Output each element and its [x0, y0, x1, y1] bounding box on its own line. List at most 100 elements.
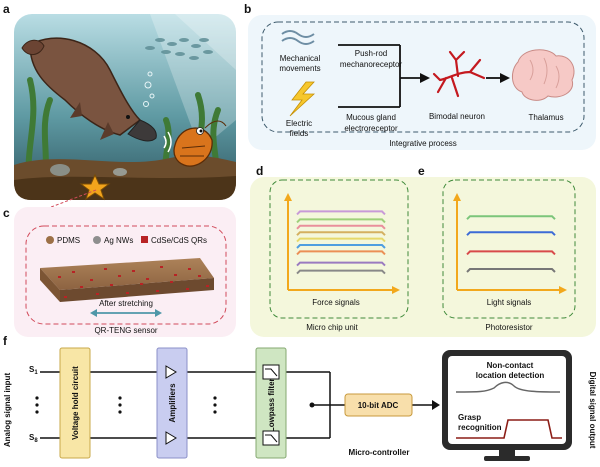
light-trace-4	[466, 268, 556, 273]
panel-label-f: f	[3, 334, 8, 348]
qr-particle	[118, 275, 121, 277]
platypus-scene	[14, 14, 236, 213]
panel-de: Force signals Micro chip unit Light sign…	[250, 177, 596, 337]
panel-b: Mechanical movements Electric fields Pus…	[248, 15, 596, 150]
analog-input-label: Analog signal input	[3, 373, 12, 448]
force-trace-9	[296, 269, 386, 275]
voltage-hold-label: Voltage hold circuit	[71, 366, 80, 440]
s1-label: S1	[29, 365, 38, 376]
input-mechanical-l2: movements	[279, 64, 320, 73]
neuron-icon	[432, 50, 486, 98]
panel-label-e: e	[418, 164, 425, 178]
voltage-hold-block	[59, 347, 91, 459]
qr-particle	[132, 270, 135, 272]
qr-particle	[96, 293, 99, 295]
force-trace-3	[296, 224, 386, 230]
receptor-mucous-l2: electroreceptor	[344, 124, 398, 133]
amplifier-bottom-icon	[165, 431, 177, 445]
lowpass-top-icon	[262, 364, 280, 380]
qr-particle	[146, 278, 149, 280]
neuron-stroke	[432, 50, 486, 98]
qr-particle	[90, 279, 93, 281]
qr-particle	[80, 286, 83, 288]
force-trace-6	[296, 244, 386, 249]
qr-particle	[140, 283, 143, 285]
stretch-arrow-icon	[90, 309, 162, 317]
photoresistor-caption: Photoresistor	[485, 323, 532, 332]
force-trace-5	[296, 237, 386, 243]
panel-label-b: b	[244, 2, 251, 16]
force-trace-7	[296, 250, 386, 256]
force-signals-label: Force signals	[312, 298, 360, 307]
amplifiers-block	[156, 347, 188, 459]
screen-text-grasp-l1: Grasp	[458, 413, 481, 422]
legend-swatch-qr	[141, 236, 148, 243]
screen-text-noncontact-l2: location detection	[476, 371, 545, 380]
brain-shape	[512, 49, 575, 101]
micro-chip-caption: Micro chip unit	[306, 323, 358, 332]
qr-particle	[174, 274, 177, 276]
sensor-caption: QR-TENG sensor	[94, 326, 157, 335]
light-signals-label: Light signals	[487, 298, 531, 307]
monitor-icon	[442, 350, 572, 461]
receptor-mucous-l1: Mucous gland	[346, 113, 396, 122]
input-mechanical-l1: Mechanical	[280, 54, 321, 63]
light-trace-1	[466, 215, 556, 220]
s8-label: S8	[29, 433, 38, 444]
qr-particle	[126, 292, 129, 294]
light-x-arrow	[559, 286, 567, 294]
panel-label-a: a	[3, 2, 10, 16]
lightning-icon	[289, 81, 316, 117]
qr-particle	[198, 275, 201, 277]
panel-f: Analog signal input Digital signal outpu…	[3, 347, 597, 461]
qr-particle	[156, 290, 159, 292]
screen-text-grasp-l2: recognition	[458, 423, 502, 432]
qr-particle	[104, 268, 107, 270]
light-signal-traces	[466, 215, 556, 273]
panel-c: PDMS Ag NWs CdSe/CdS QRs After stretchin…	[14, 207, 236, 337]
amplifier-top-icon	[165, 365, 177, 379]
legend-swatch-agnw	[93, 236, 101, 244]
qr-particle	[206, 285, 209, 287]
mechanical-waves-icon	[281, 30, 315, 45]
panel-b-bg	[248, 15, 596, 150]
light-trace-3	[466, 250, 556, 256]
qr-particle	[186, 288, 189, 290]
stretch-label: After stretching	[99, 299, 153, 308]
noncontact-trace	[455, 381, 561, 393]
amplifiers-label: Amplifiers	[168, 383, 177, 423]
force-axes	[284, 193, 400, 294]
qr-particle	[160, 266, 163, 268]
brain-icon	[512, 49, 575, 101]
lowpass-label: Lowpass filters	[267, 373, 276, 432]
starfish-icon	[79, 173, 111, 201]
bubbles-icon	[143, 71, 155, 107]
light-trace-2	[466, 231, 556, 236]
panel-label-c: c	[3, 206, 10, 220]
force-trace-8	[296, 261, 386, 267]
sensor-slab-icon	[40, 258, 214, 302]
screen-text-noncontact-l1: Non-contact	[487, 361, 534, 370]
force-trace-4	[296, 231, 386, 236]
adc-block	[344, 393, 413, 417]
grasp-trace	[456, 419, 562, 439]
force-y-arrow	[284, 193, 292, 201]
micro-controller-label: Micro-controller	[349, 448, 410, 457]
qr-particle	[58, 276, 61, 278]
light-y-arrow	[453, 193, 461, 201]
input-electric-l2: fields	[290, 129, 309, 138]
adc-label: 10-bit ADC	[358, 401, 399, 410]
lowpass-bottom-icon	[262, 430, 280, 446]
receptor-push-rod-l2: mechanoreceptor	[340, 60, 403, 69]
qr-particle	[170, 281, 173, 283]
panel-label-d: d	[256, 164, 263, 178]
light-axes	[453, 193, 567, 294]
neuron-label: Bimodal neuron	[429, 112, 485, 121]
force-trace-1	[296, 210, 386, 216]
legend-agnw: Ag NWs	[104, 236, 133, 245]
panel-de-bg	[250, 177, 596, 337]
force-x-arrow	[392, 286, 400, 294]
qr-particle	[72, 271, 75, 273]
qr-particle	[64, 296, 67, 298]
